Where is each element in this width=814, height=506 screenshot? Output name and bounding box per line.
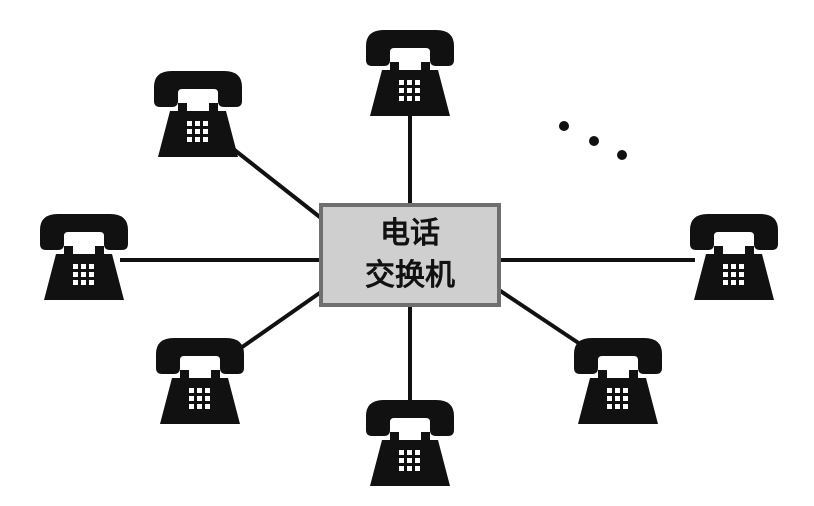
switch-label-line1: 电话 bbox=[380, 216, 440, 251]
telephone-upper-left-icon bbox=[154, 71, 242, 157]
telephone-bottom-icon bbox=[366, 400, 454, 486]
telephone-top-icon bbox=[366, 30, 454, 116]
line-lower-left bbox=[236, 290, 323, 352]
telephone-right-icon bbox=[690, 214, 778, 300]
line-upper-left bbox=[230, 146, 323, 220]
telephone-lower-right-icon bbox=[574, 338, 662, 424]
telephone-left-icon bbox=[40, 214, 128, 300]
ellipsis-dots-icon bbox=[559, 121, 627, 160]
switch-label-line2: 交换机 bbox=[365, 258, 455, 293]
connection-lines bbox=[120, 100, 695, 412]
switch-label: 电话 交换机 bbox=[321, 205, 499, 305]
line-lower-right bbox=[497, 288, 594, 354]
telephone-lower-left-icon bbox=[156, 338, 244, 424]
switch-box bbox=[319, 203, 501, 307]
